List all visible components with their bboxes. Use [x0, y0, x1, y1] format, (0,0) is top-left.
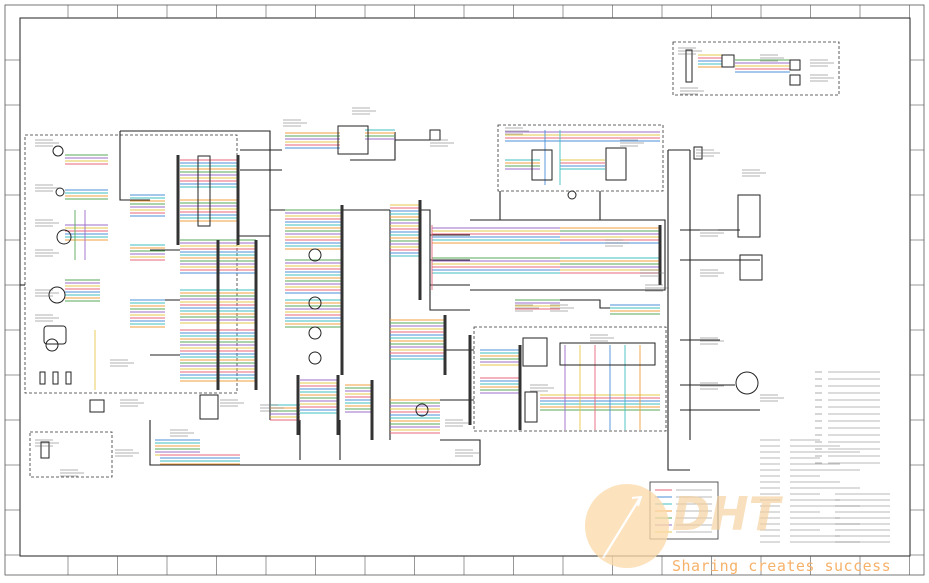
plug-top-right — [429, 129, 441, 141]
terminal-strip — [254, 240, 258, 390]
horn — [45, 338, 59, 352]
alternator — [735, 371, 759, 395]
lamp-1 — [308, 248, 322, 262]
junction-top-right-2 — [789, 59, 801, 71]
terminal-strip — [658, 225, 662, 285]
cluster-module — [524, 391, 538, 423]
label-marks — [35, 47, 834, 477]
main-harness — [20, 130, 760, 471]
instrument-cluster-group — [473, 326, 667, 432]
pressure-sender — [48, 286, 66, 304]
solenoid-b — [605, 147, 627, 181]
terminal-strip — [418, 200, 422, 300]
relay-block — [43, 325, 67, 345]
fuse-3 — [65, 371, 72, 385]
terminal-strip — [176, 155, 180, 245]
solenoid-a — [531, 149, 553, 181]
terminal-strip — [216, 240, 220, 390]
grid-reference-ticks — [5, 5, 924, 575]
sensor-2 — [55, 187, 65, 197]
terminal-strip — [236, 155, 240, 245]
gauge-left — [56, 229, 72, 245]
terminal-strips — [176, 155, 662, 440]
actuator-right — [737, 194, 761, 238]
lamp-3 — [308, 326, 322, 340]
junction-top-right-3 — [789, 74, 801, 86]
terminal-strip — [340, 205, 344, 375]
motor-right — [739, 254, 763, 281]
terminal-strip — [370, 380, 374, 440]
terminal-strip — [518, 345, 522, 430]
sensor-1 — [52, 145, 64, 157]
controller-top — [197, 155, 211, 227]
fuse-1 — [39, 371, 46, 385]
connector-far-left — [685, 49, 693, 83]
watermark-slogan: Sharing creates success — [672, 557, 892, 575]
watermark-logo: DHT — [585, 484, 784, 568]
legend — [649, 371, 890, 543]
terminal-strip — [336, 375, 340, 435]
cluster-display — [522, 337, 548, 367]
lamp-4 — [308, 351, 322, 365]
drawing-border — [4, 4, 925, 576]
cluster-gauges — [559, 342, 656, 366]
terminal-strip — [468, 335, 472, 425]
switch-bottom-left — [40, 441, 50, 459]
connector-top-center — [337, 125, 369, 155]
terminal-strip — [296, 375, 300, 435]
fuse-2 — [52, 371, 59, 385]
sensor-upper-mid — [567, 190, 577, 200]
upper-middle-group — [497, 124, 664, 192]
watermark-logo-text: DHT — [672, 487, 784, 541]
terminal-strip — [443, 315, 447, 375]
wire-bundles — [65, 54, 790, 465]
diode-pack — [199, 394, 219, 420]
bottom-left-group — [29, 431, 113, 478]
ground-block — [89, 399, 105, 413]
drawing-frame — [19, 17, 911, 557]
lamp-5 — [415, 403, 429, 417]
junction-top-right — [721, 54, 735, 68]
legend-rows — [760, 371, 890, 543]
components — [39, 49, 801, 459]
top-right-connector-group — [672, 41, 840, 96]
lamp-2 — [308, 296, 322, 310]
